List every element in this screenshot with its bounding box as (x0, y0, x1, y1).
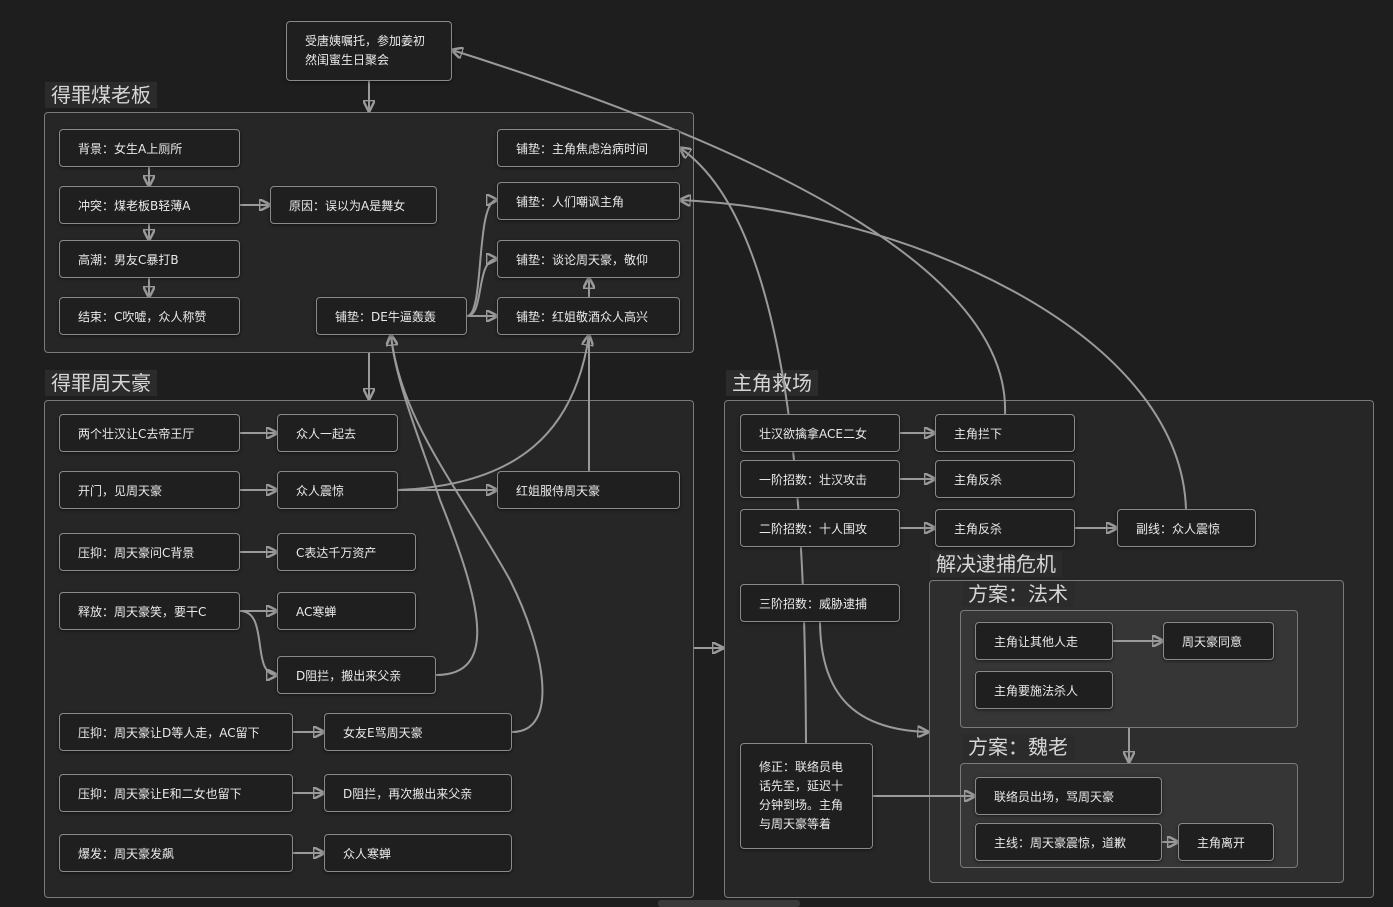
node-all-go[interactable]: 众人一起去 (277, 414, 398, 452)
node-men-capture[interactable]: 壮汉欲擒拿ACE二女 (740, 414, 900, 452)
node-mainline-apology[interactable]: 主线：周天豪震惊，道歉 (975, 823, 1162, 861)
group-title-plan-magic: 方案：法术 (962, 581, 1074, 607)
node-background[interactable]: 背景：女生A上厕所 (59, 129, 240, 167)
node-d-block-again[interactable]: D阻拦，再次搬出来父亲 (324, 774, 512, 812)
node-setup-toast[interactable]: 铺垫：红姐敬酒众人高兴 (497, 297, 680, 335)
node-suppress-ask[interactable]: 压抑：周天豪问C背景 (59, 533, 240, 571)
node-setup-de[interactable]: 铺垫：DE牛逼轰轰 (316, 297, 467, 335)
group-title-offend-coal-boss: 得罪煤老板 (45, 82, 157, 108)
node-e-scolds[interactable]: 女友E骂周天豪 (324, 713, 512, 751)
node-hero-stop[interactable]: 主角拦下 (935, 414, 1075, 452)
node-hero-counter-1[interactable]: 主角反杀 (935, 460, 1075, 498)
node-correction[interactable]: 修正：联络员电话先至，延迟十分钟到场。主角与周天豪等着 (740, 743, 873, 849)
node-liaison-arrive[interactable]: 联络员出场，骂周天豪 (975, 777, 1162, 815)
node-setup-anxiety[interactable]: 铺垫：主角焦虑治病时间 (497, 129, 680, 167)
node-subplot-shock[interactable]: 副线：众人震惊 (1117, 509, 1256, 547)
node-hero-counter-2[interactable]: 主角反杀 (935, 509, 1075, 547)
node-stage3[interactable]: 三阶招数：威胁逮捕 (740, 584, 900, 622)
node-hero-spell[interactable]: 主角要施法杀人 (975, 671, 1113, 709)
node-conflict[interactable]: 冲突：煤老板B轻薄A (59, 186, 240, 224)
group-title-protagonist-rescue: 主角救场 (726, 370, 818, 396)
node-two-men[interactable]: 两个壮汉让C去帝王厅 (59, 414, 240, 452)
node-suppress-d-leave[interactable]: 压抑：周天豪让D等人走，AC留下 (59, 713, 293, 751)
node-d-block-father[interactable]: D阻拦，搬出来父亲 (277, 656, 436, 694)
node-ac-silent[interactable]: AC寒蝉 (277, 592, 416, 630)
node-setup-mock[interactable]: 铺垫：人们嘲讽主角 (497, 182, 680, 220)
node-reason[interactable]: 原因：误以为A是舞女 (270, 186, 437, 224)
node-burst[interactable]: 爆发：周天豪发飙 (59, 834, 293, 872)
node-top[interactable]: 受唐姨嘱托，参加姜初然闺蜜生日聚会 (286, 21, 452, 81)
group-title-offend-zhou-tianhao: 得罪周天豪 (45, 370, 157, 396)
node-c-assets[interactable]: C表达千万资产 (277, 533, 416, 571)
node-stage2[interactable]: 二阶招数：十人围攻 (740, 509, 900, 547)
node-all-shocked[interactable]: 众人震惊 (277, 471, 398, 509)
horizontal-scrollbar[interactable] (658, 900, 800, 907)
group-title-plan-wei-lao: 方案：魏老 (962, 734, 1074, 760)
node-open-door[interactable]: 开门，见周天豪 (59, 471, 240, 509)
node-hero-leave[interactable]: 主角离开 (1178, 823, 1274, 861)
node-sister-hong-serve[interactable]: 红姐服侍周天豪 (497, 471, 680, 509)
group-title-arrest-crisis: 解决逮捕危机 (930, 551, 1062, 577)
node-climax[interactable]: 高潮：男友C暴打B (59, 240, 240, 278)
node-stage1[interactable]: 一阶招数：壮汉攻击 (740, 460, 900, 498)
node-release-laugh[interactable]: 释放：周天豪笑，要干C (59, 592, 240, 630)
node-suppress-e-stay[interactable]: 压抑：周天豪让E和二女也留下 (59, 774, 293, 812)
node-ending[interactable]: 结束：C吹嘘，众人称赞 (59, 297, 240, 335)
node-hero-send-away[interactable]: 主角让其他人走 (975, 622, 1113, 660)
node-setup-discuss[interactable]: 铺垫：谈论周天豪，敬仰 (497, 240, 680, 278)
node-all-silent[interactable]: 众人寒蝉 (324, 834, 512, 872)
node-zhou-agree[interactable]: 周天豪同意 (1163, 622, 1274, 660)
